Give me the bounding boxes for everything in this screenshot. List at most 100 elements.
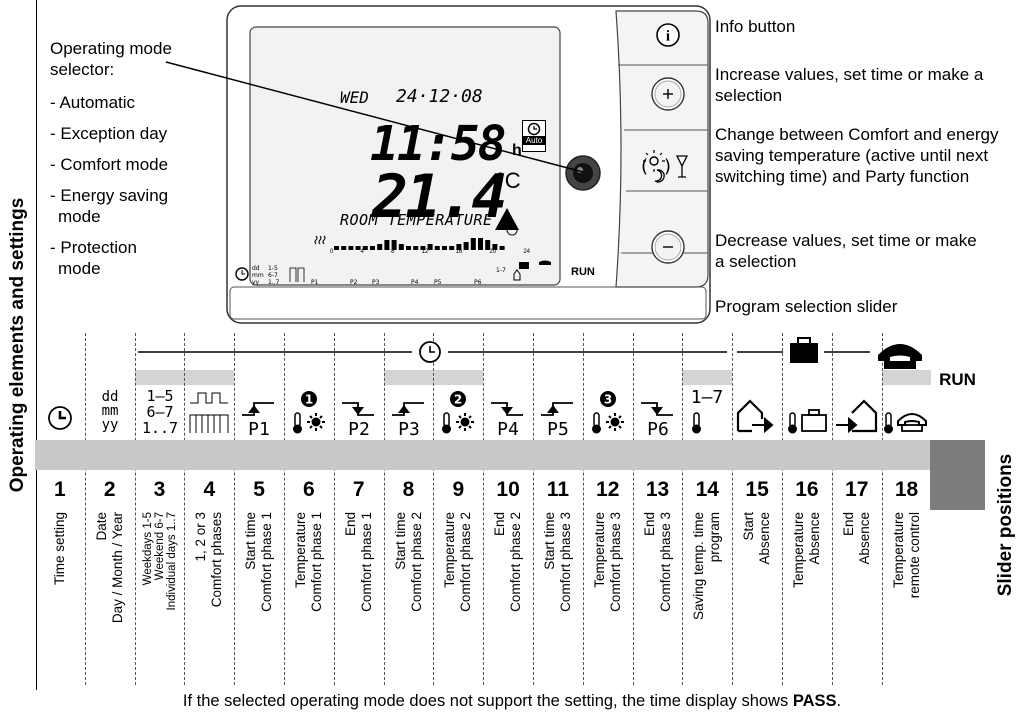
run-position-block — [930, 440, 985, 510]
scale-20: 20 — [489, 249, 497, 255]
description-line: Temperature — [591, 512, 607, 588]
description-line: Absence — [806, 512, 822, 565]
column-separator — [682, 333, 684, 685]
right-title-text: Slider positions — [995, 453, 1016, 597]
scale-4: 4 — [360, 249, 364, 255]
column-symbol-18 — [882, 385, 932, 440]
svg-text:6-7: 6-7 — [268, 272, 278, 279]
column-separator — [284, 333, 285, 685]
lcd-date: 24·12·08 — [396, 86, 483, 107]
mode-selector-label: Operating mode selector: — [50, 38, 172, 80]
mode-item-energy: - Energy saving — [50, 186, 169, 205]
svg-text:i: i — [666, 29, 670, 45]
column-18-icon — [883, 412, 927, 434]
slider-position-number: 15 — [745, 478, 769, 501]
increase-button[interactable] — [648, 74, 688, 114]
slider-position-number: 11 — [546, 478, 569, 501]
info-icon: i — [656, 23, 680, 47]
footer-text: If the selected operating mode does not … — [182, 692, 793, 710]
column-separator — [582, 333, 584, 685]
slider-position-number: 9 — [452, 478, 465, 501]
svg-text:mm: mm — [252, 272, 264, 279]
slider-position-number: 7 — [352, 478, 365, 501]
slider-position-number: 16 — [795, 478, 819, 501]
comfort-party-button[interactable]: ( ) — [637, 148, 697, 186]
description-line: Temperature — [790, 512, 806, 588]
lcd-temperature: 21.4 — [372, 162, 507, 232]
svg-text:P6: P6 — [647, 419, 669, 440]
column-symbol-14: 1–7 — [682, 385, 732, 440]
column-separator — [383, 333, 385, 685]
header-band — [184, 370, 235, 385]
description-line: End — [492, 512, 508, 537]
clock-icon — [527, 122, 541, 136]
slider-position-number: 5 — [253, 478, 265, 501]
svg-text:1..7: 1..7 — [142, 419, 178, 437]
column-symbol-4 — [184, 385, 234, 440]
description-line: Comfort phase 1 — [358, 512, 374, 612]
svg-text:(: ( — [641, 156, 648, 177]
header-band — [682, 370, 733, 385]
description-line: Comfort phase 2 — [408, 512, 424, 612]
column-10-icon: P4 — [491, 402, 524, 440]
column-separator — [333, 333, 335, 685]
svg-text:P4: P4 — [411, 279, 419, 286]
scale-24: 24 — [523, 249, 530, 255]
column-symbol-7: P2 — [334, 385, 384, 440]
description-line: Comfort phase 1 — [259, 512, 275, 612]
slider-position-number: 1 — [54, 478, 66, 501]
lcd-message: ROOM TEMPERATURE — [340, 211, 493, 229]
slider-position-number: 6 — [303, 478, 315, 501]
svg-text:P2: P2 — [350, 279, 358, 286]
column-symbol-11: P5 — [533, 385, 583, 440]
left-side-title: Operating elements and settings — [0, 0, 37, 690]
slider-position-row — [35, 440, 930, 470]
info-button[interactable]: i — [651, 18, 685, 52]
description-line: End — [840, 512, 856, 537]
up-arrow-icon — [495, 208, 519, 230]
callout-change: Change between Comfort and energy saving… — [715, 125, 999, 186]
column-separator — [732, 333, 734, 685]
scale-8: 8 — [391, 249, 395, 255]
column-separator — [831, 333, 833, 685]
description-line: Weekend 6-7 — [153, 512, 166, 581]
svg-text:P2: P2 — [348, 419, 370, 440]
svg-text:1: 1 — [305, 393, 313, 407]
svg-text:3: 3 — [604, 393, 612, 407]
column-symbol-6: 1 — [284, 385, 334, 440]
suitcase-header-icon — [790, 337, 818, 363]
column-separator — [433, 333, 435, 685]
svg-text:P4: P4 — [497, 419, 519, 440]
svg-text:1-5: 1-5 — [268, 265, 278, 272]
lcd-run: RUN — [571, 266, 595, 278]
column-4-icon — [189, 392, 229, 433]
plus-icon — [651, 77, 685, 111]
column-11-icon: P5 — [541, 402, 573, 440]
decrease-button[interactable] — [648, 227, 688, 267]
column-symbol-10: P4 — [483, 385, 533, 440]
description-line: Comfort phase 2 — [458, 512, 474, 612]
column-separator — [632, 333, 634, 685]
footer-note: If the selected operating mode does not … — [0, 692, 1024, 711]
column-symbol-8: P3 — [384, 385, 434, 440]
column-6-icon: 1 — [293, 391, 325, 434]
description-line: Saving temp. time — [691, 512, 707, 621]
scale-0: 0 — [330, 249, 334, 255]
slider-track — [229, 286, 707, 320]
description-line: Comfort phase 3 — [557, 512, 573, 612]
svg-text:P5: P5 — [434, 279, 442, 286]
column-3-icon: 1–56–71..7 — [142, 387, 178, 437]
svg-text:2: 2 — [454, 393, 462, 407]
svg-text:yy: yy — [252, 279, 260, 286]
slider-position-number: 8 — [402, 478, 415, 501]
run-label: RUN — [939, 370, 976, 389]
column-16-icon — [788, 409, 827, 434]
callout-slider: Program selection slider — [715, 297, 898, 316]
slider-position-number: 12 — [596, 478, 620, 501]
